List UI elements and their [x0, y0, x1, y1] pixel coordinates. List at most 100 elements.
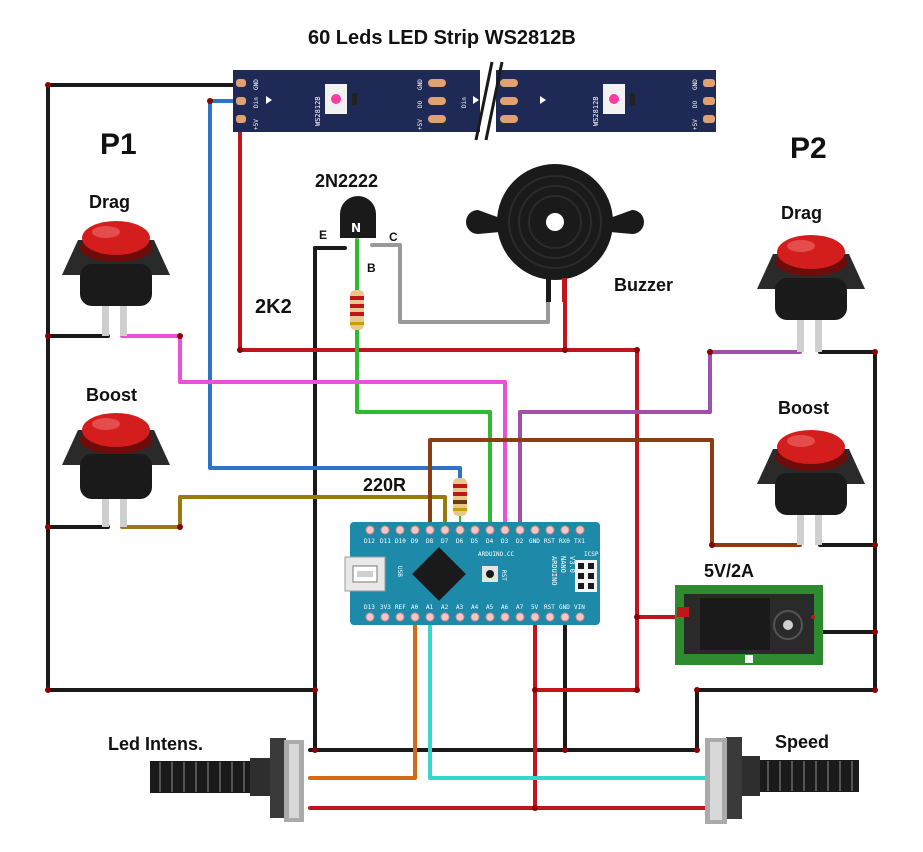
wire-collector-gray	[370, 243, 550, 324]
strip-pin-5v-label: +5V	[253, 119, 260, 130]
wire-pot-right-cyan	[428, 613, 707, 780]
led-chip-label: WS2812B	[592, 96, 600, 126]
transistor-logo-icon: N	[351, 221, 361, 235]
strip-cut-pads	[428, 79, 715, 123]
pin-label: D6	[456, 538, 464, 545]
base-label: B	[367, 261, 376, 275]
strip-mid-pin-gnd-label: GND	[417, 79, 424, 90]
resistor-2k2: 2K2	[255, 290, 364, 330]
arduino-nano: D12 D11 D10 D9 D8 D7 D6 D5 D4 D3 D2 GND …	[344, 522, 600, 625]
wire-p1-boost-olive	[120, 495, 447, 529]
buzzer-label: Buzzer	[614, 275, 673, 295]
resistor-2k2-label: 2K2	[255, 296, 292, 318]
pin-label: RST	[544, 538, 555, 545]
collector-label: C	[389, 230, 398, 244]
strip-mid-pin-5v-label: +5V	[417, 119, 424, 130]
wire-p2-drag-purple	[518, 350, 802, 529]
junction-dots	[45, 82, 878, 811]
buzzer: Buzzer	[466, 164, 673, 302]
strip-direction-arrow-icon	[540, 96, 546, 104]
pin-label: D9	[411, 538, 419, 545]
wire-pot-left-orange	[308, 613, 417, 780]
pin-label: RST	[544, 604, 555, 611]
board-name-label: ARDUINO	[550, 556, 558, 586]
strip-end-pin-gnd-label: GND	[692, 79, 699, 90]
resistor-220r-label: 220R	[363, 475, 406, 495]
pin-label: 3V3	[380, 604, 391, 611]
led-chip: WS2812B	[314, 84, 357, 126]
strip-pin-gnd-label: GND	[253, 79, 260, 90]
transistor-2n2222: 2N2222 N E C B	[315, 171, 398, 275]
pin-label: D10	[395, 538, 406, 545]
pin-label: A7	[516, 604, 524, 611]
pin-label: REF	[395, 604, 406, 611]
arduino-bottom-pin-labels: D13 3V3 REF A0 A1 A2 A3 A4 A5 A6 A7 5V R…	[364, 604, 585, 611]
p2-drag-label: Drag	[781, 203, 822, 223]
p2-boost-label: Boost	[778, 398, 829, 418]
pin-label: A6	[501, 604, 509, 611]
diagram-title: 60 Leds LED Strip WS2812B	[308, 27, 576, 49]
usb-label: USB	[396, 566, 403, 577]
p2-drag-button: Drag	[757, 203, 865, 352]
strip-mid-pin-din-label: Din	[461, 97, 468, 108]
pot-left-label: Led Intens.	[108, 734, 203, 754]
pin-label: D5	[471, 538, 479, 545]
pin-label: A5	[486, 604, 494, 611]
player1-label: P1	[100, 128, 137, 161]
reset-label: RST	[500, 570, 507, 581]
wires	[46, 83, 877, 810]
p1-boost-label: Boost	[86, 385, 137, 405]
pin-label: A3	[456, 604, 464, 611]
power-jack-label: 5V/2A	[704, 561, 754, 581]
pin-label: A0	[411, 604, 419, 611]
p1-boost-button: Boost	[62, 385, 170, 527]
strip-direction-arrow-icon	[473, 96, 479, 104]
pin-label: A4	[471, 604, 479, 611]
player2-label: P2	[790, 132, 827, 165]
strip-pin-din-label: Din	[253, 97, 260, 108]
strip-pin-do-label: DO	[417, 100, 424, 108]
arduino-top-pin-labels: D12 D11 D10 D9 D8 D7 D6 D5 D4 D3 D2 GND …	[364, 538, 585, 545]
resistor-220r: 220R	[363, 475, 467, 516]
pin-label: D2	[516, 538, 524, 545]
potentiometer-led-intensity: Led Intens.	[108, 734, 304, 822]
pin-label: GND	[559, 604, 570, 611]
strip-break-mark	[474, 61, 494, 141]
arduino-top-pin-holes	[365, 525, 585, 535]
strip-end-pin-do-label: DO	[692, 100, 699, 108]
pin-label: RX0	[559, 538, 570, 545]
p1-drag-label: Drag	[89, 192, 130, 212]
pin-label: A1	[426, 604, 434, 611]
emitter-label: E	[319, 228, 327, 242]
strip-input-pads	[236, 79, 246, 123]
wire-p1-drag-pink	[120, 334, 507, 529]
wire-p2-boost-brown	[428, 438, 802, 547]
strip-direction-arrow-icon	[266, 96, 272, 104]
pin-label: D7	[441, 538, 449, 545]
wire-data-blue	[208, 99, 462, 480]
strip-end-pin-5v-label: +5V	[692, 119, 699, 130]
pin-label: TX1	[574, 538, 585, 545]
arduino-bottom-pin-holes	[365, 612, 585, 622]
pin-label: A2	[441, 604, 449, 611]
pin-label: GND	[529, 538, 540, 545]
power-jack-5v: 5V/2A	[675, 561, 823, 665]
icsp-label: ICSP	[584, 551, 599, 558]
wire-base-green-2	[355, 328, 492, 529]
pin-label: D3	[501, 538, 509, 545]
pin-label: 5V	[531, 604, 539, 611]
led-chip: WS2812B	[592, 84, 635, 126]
board-version-label: V3.0	[568, 556, 576, 573]
pin-label: D12	[364, 538, 375, 545]
pin-label: D4	[486, 538, 494, 545]
led-chip-label: WS2812B	[314, 96, 322, 126]
pot-right-label: Speed	[775, 732, 829, 752]
pin-label: D8	[426, 538, 434, 545]
board-model-label: NANO	[559, 556, 567, 573]
pin-label: VIN	[574, 604, 585, 611]
p2-boost-button: Boost	[757, 398, 865, 545]
transistor-label: 2N2222	[315, 171, 378, 191]
p1-drag-button: Drag	[62, 192, 170, 336]
led-strip: GND Din +5V WS2812B WS2812B GND Din +5V …	[233, 61, 716, 141]
